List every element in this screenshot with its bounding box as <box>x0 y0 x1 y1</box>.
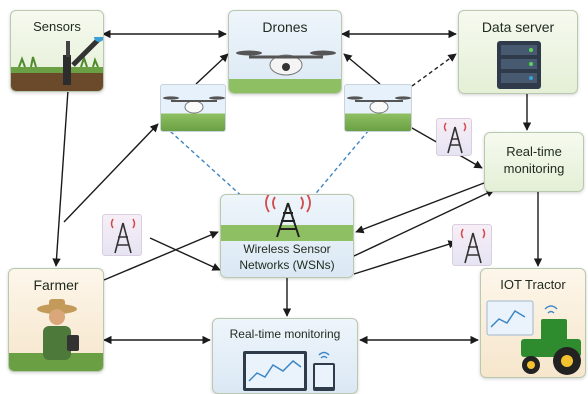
edge-wsn-tower-right <box>353 240 457 275</box>
tower-tile-right <box>452 224 492 266</box>
edge-sensors-farmer <box>52 89 69 267</box>
node-data-server[interactable]: Data server <box>458 10 578 94</box>
node-iot-tractor[interactable]: IOT Tractor <box>480 268 586 378</box>
node-title: Wireless Sensor Networks (WSNs) <box>239 242 335 272</box>
node-title: Data server <box>481 19 555 35</box>
tractor-icon <box>486 300 581 375</box>
farmer-icon <box>9 299 103 371</box>
node-realtime-monitoring-bottom[interactable]: Real-time monitoring <box>212 318 358 394</box>
node-wsn[interactable]: Wireless Sensor Networks (WSNs) <box>220 194 354 278</box>
node-title: Farmer <box>33 277 79 293</box>
radio-tower-icon <box>110 218 136 254</box>
node-sensors[interactable]: Sensors <box>10 10 104 92</box>
drone-icon <box>229 50 341 93</box>
node-title: Drones <box>262 19 308 35</box>
node-title: IOT Tractor <box>500 277 566 292</box>
edge-farmer-wsn <box>103 231 219 281</box>
server-rack-icon <box>497 41 541 89</box>
sensor-probe-icon <box>11 37 103 91</box>
node-farmer[interactable]: Farmer <box>8 268 104 372</box>
tower-tile-left <box>102 214 142 256</box>
drone-photo-tile-right <box>344 84 412 132</box>
radio-tower-icon <box>460 228 486 264</box>
drone-photo-tile-left <box>160 84 226 132</box>
edge-tower-realtime <box>353 189 495 257</box>
node-title: Sensors <box>33 19 81 34</box>
tower-tile-top-right <box>436 118 472 156</box>
monitor-dashboard-icon <box>243 351 335 391</box>
edge-dashed-wsn-left <box>159 121 247 201</box>
edge-sensors-tile <box>63 123 159 223</box>
edge-tower-wsn <box>149 237 221 271</box>
drone-icon <box>163 96 225 114</box>
node-realtime-monitoring-right[interactable]: Real-time monitoring <box>484 132 584 192</box>
radio-tower-icon <box>221 195 353 241</box>
edge-dashed-wsn-right <box>311 123 375 199</box>
node-title: Real-time monitoring <box>503 144 565 176</box>
edge-tile-drones-left <box>195 53 229 85</box>
radio-tower-icon <box>443 122 467 154</box>
edge-dashed-tile-server <box>411 53 457 87</box>
drone-icon <box>347 96 411 114</box>
edge-tile-drones-right <box>343 53 381 85</box>
node-drones[interactable]: Drones <box>228 10 342 94</box>
edge-wsn-realtime-a <box>355 182 485 234</box>
node-title: Real-time monitoring <box>229 327 341 341</box>
